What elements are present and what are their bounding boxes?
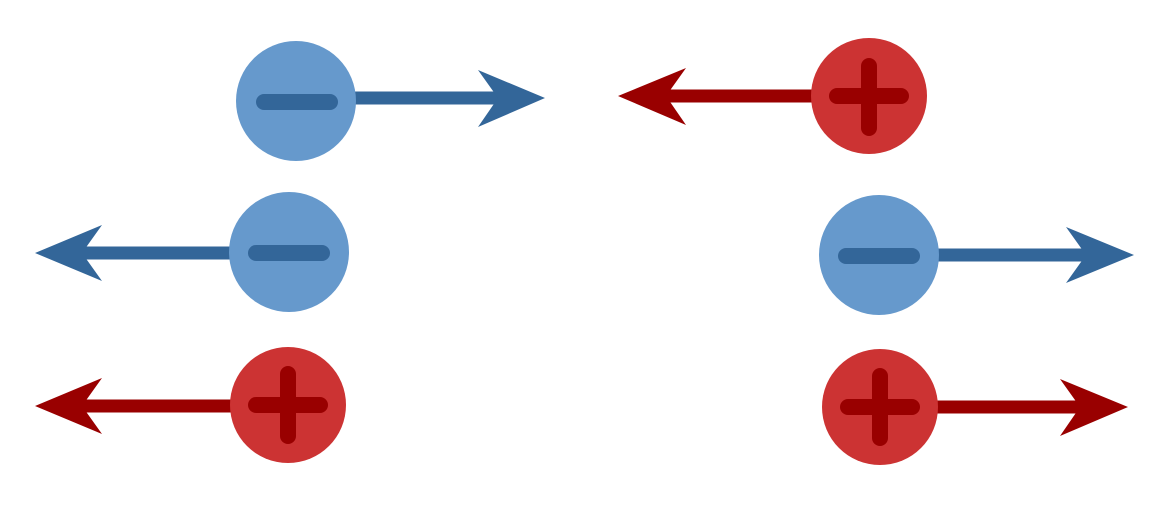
plus-sign-icon (872, 368, 888, 446)
charge-top-right (618, 38, 927, 154)
charge-middle-left (35, 192, 349, 312)
minus-sign-icon (248, 245, 330, 261)
charge-top-left (236, 41, 545, 161)
charge-middle-right (819, 195, 1134, 315)
charge-bottom-left (35, 347, 346, 463)
force-arrowhead-right (1066, 227, 1134, 283)
plus-sign-icon (861, 58, 877, 136)
force-arrowhead-left (35, 225, 102, 281)
force-arrowhead-left (618, 68, 686, 125)
force-arrowhead-right (478, 70, 545, 127)
minus-sign-icon (838, 248, 920, 264)
force-arrowhead-right (1060, 379, 1128, 436)
minus-sign-icon (256, 94, 338, 110)
plus-sign-icon (280, 366, 296, 444)
force-arrowhead-left (35, 378, 102, 434)
charge-bottom-right (822, 349, 1128, 465)
